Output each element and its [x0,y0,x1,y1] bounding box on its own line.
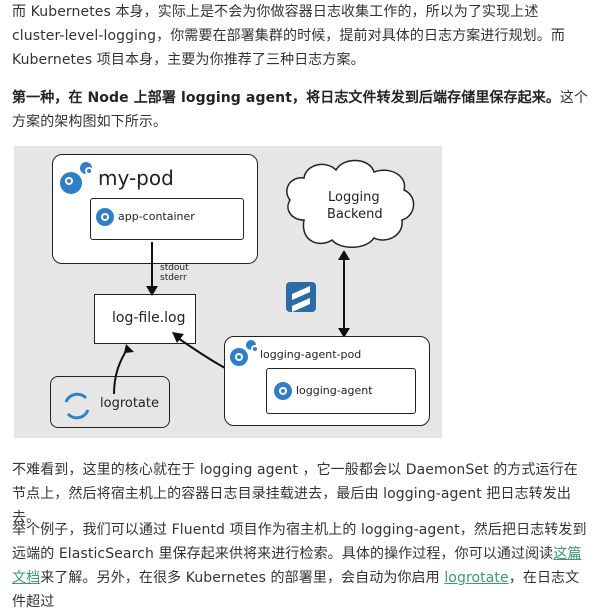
agent-pod-gear-icon [230,348,248,366]
app-container-gear-icon [96,208,114,226]
logrotate-cycle-icon-lower [66,409,90,420]
log-file-label: log-file.log [112,310,186,326]
stderr-label: stderr [160,273,187,283]
paragraph-core-explanation: 不难看到，这里的核心就在于 logging agent ，它一般都会以 Daem… [12,462,578,526]
backend-label-line1: Logging [328,190,380,205]
app-container-box [90,198,244,240]
forward-arrowhead-down [338,328,350,338]
pod-gear-icon [60,172,82,194]
architecture-diagram: my-pod app-container stdout stderr log-f… [14,146,442,438]
forward-arrowhead-up [338,250,350,260]
pod-title: my-pod [98,166,174,190]
paragraph-example: 举个例子，我们可以通过 Fluentd 项目作为宿主机上的 logging-ag… [12,518,590,614]
agent-label: logging-agent [296,384,373,397]
first-method-heading: 第一种，在 Node 上部署 logging agent，将日志文件转发到后端存… [12,90,560,106]
example-text-b: 来了解。另外，在很多 Kubernetes 的部署里，会自动为你启用 [40,570,445,586]
logrotate-cycle-icon [64,392,88,403]
agent-pod-label: logging-agent-pod [260,348,362,361]
example-text-a: 举个例子，我们可以通过 Fluentd 项目作为宿主机上的 logging-ag… [12,522,587,562]
watermark-logo-mark [292,286,310,312]
backend-label-line2: Backend [327,207,383,222]
stdout-label: stdout [160,263,189,273]
stdout-arrowhead [146,286,158,296]
doc-link[interactable]: 这篇文档 [12,546,582,586]
logrotate-link[interactable]: logrotate [444,570,509,586]
paragraph-intro: 而 Kubernetes 本身，实际上是不会为你做容器日志收集工作的，所以为了实… [12,4,565,68]
first-method-text: 这个方案的架构图如下所示。 [12,90,589,130]
pod-small-gear-icon [80,162,93,175]
agent-gear-icon [274,382,292,400]
logrotate-label: logrotate [100,396,159,411]
diagram-lines [64,159,415,420]
logrotate-arrowhead [124,344,134,353]
agent-read-arrowhead [172,332,184,343]
paragraph-first-method: 第一种，在 Node 上部署 logging agent，将日志文件转发到后端存… [12,86,590,134]
agent-pod-small-gear-icon [246,340,259,353]
app-container-label: app-container [118,210,195,223]
logging-backend-cloud [286,159,415,248]
logrotate-box [50,376,170,428]
